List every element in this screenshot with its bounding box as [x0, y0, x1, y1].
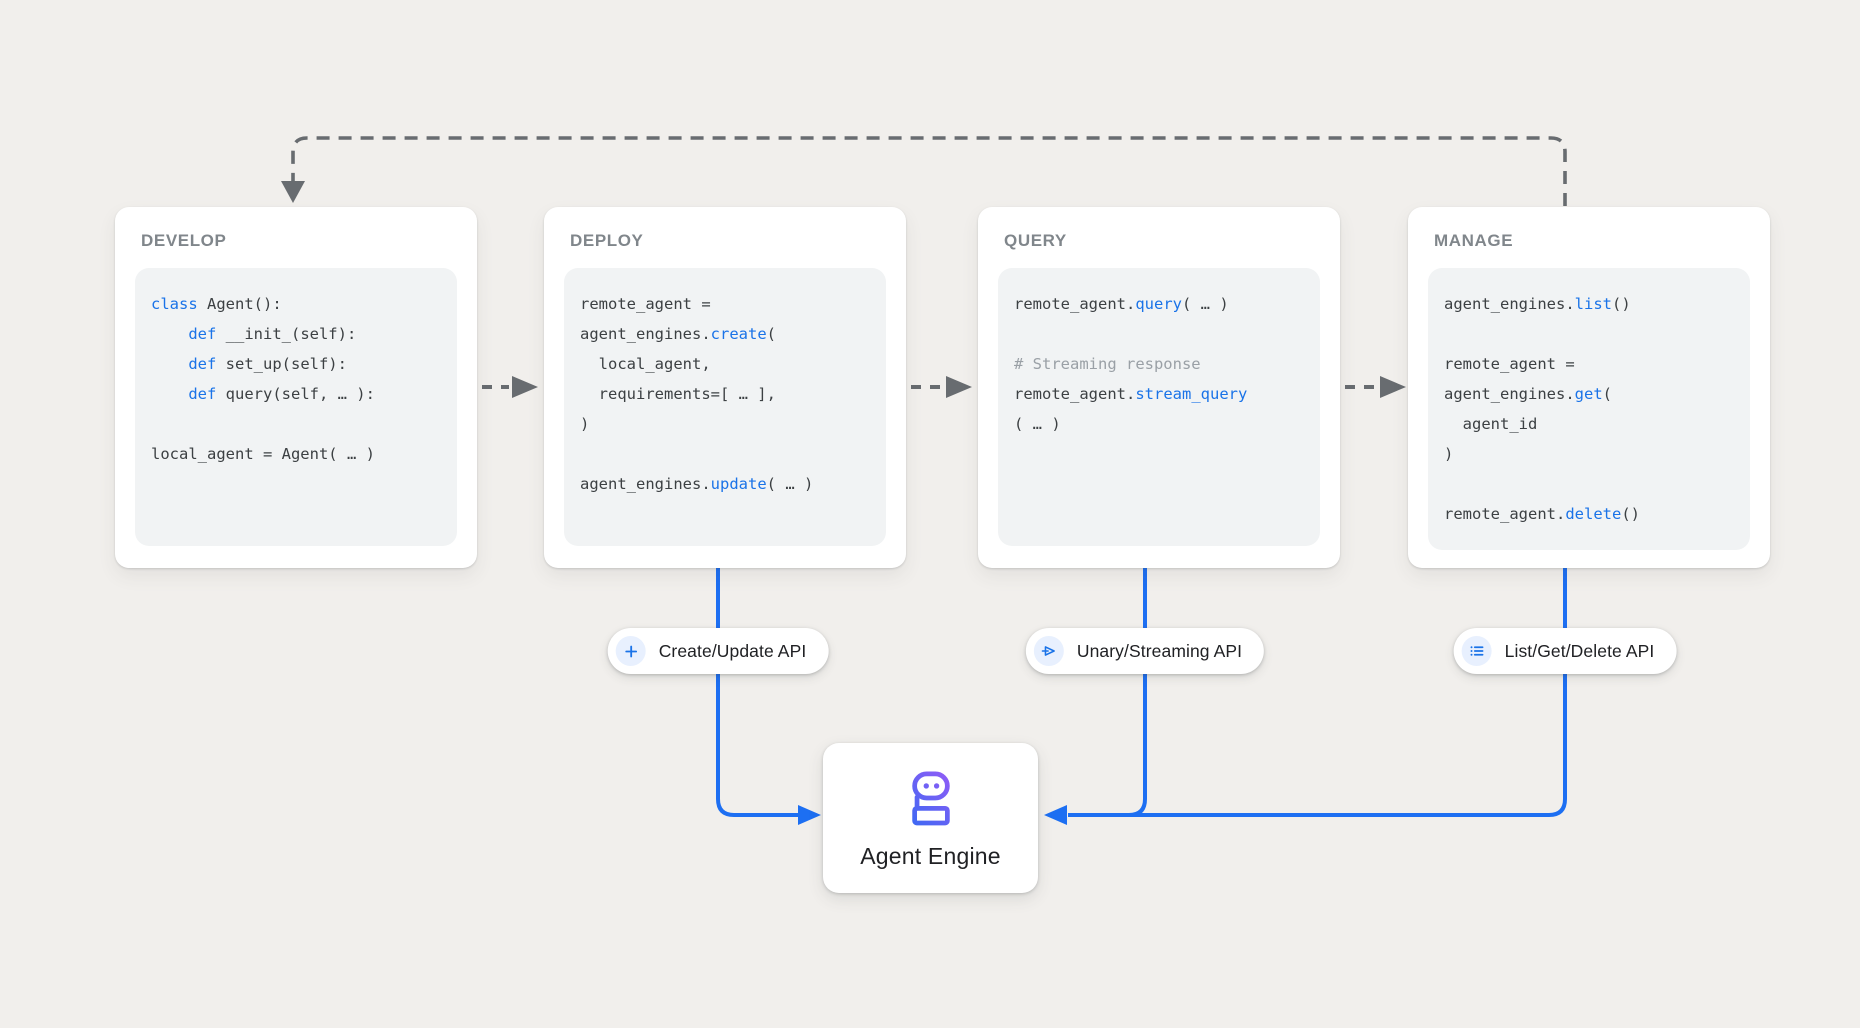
engine-right-arrowhead-icon — [1044, 805, 1067, 825]
api-pill-label: Unary/Streaming API — [1076, 640, 1243, 661]
feedback-loop-dashed-line — [291, 136, 1567, 206]
card-title: DEPLOY — [570, 231, 644, 250]
card-query: QUERY remote_agent.query( … ) # Streamin… — [978, 207, 1340, 568]
plus-icon — [615, 636, 646, 666]
code-block: remote_agent.query( … ) # Streaming resp… — [998, 268, 1320, 546]
card-title: DEVELOP — [141, 231, 227, 250]
code-block: remote_agent =agent_engines.create( loca… — [564, 268, 886, 546]
send-icon — [1033, 636, 1064, 666]
card-deploy: DEPLOY remote_agent =agent_engines.creat… — [544, 207, 906, 568]
engine-left-arrowhead-icon — [798, 805, 821, 825]
code-block: agent_engines.list() remote_agent =agent… — [1428, 268, 1750, 550]
deploy-to-query-arrowhead-icon — [946, 376, 972, 398]
list-icon — [1461, 636, 1492, 666]
api-pill-label: List/Get/Delete API — [1504, 640, 1655, 661]
develop-to-deploy-arrowhead-icon — [512, 376, 538, 398]
api-pill-label: Create/Update API — [658, 640, 807, 661]
code-block: class Agent(): def __init_(self): def se… — [135, 268, 457, 546]
agent-engine-box: Agent Engine — [823, 743, 1038, 893]
deploy-to-engine-line — [716, 560, 799, 817]
card-develop: DEVELOP class Agent(): def __init_(self)… — [115, 207, 477, 568]
api-pill-list-get-delete: List/Get/Delete API — [1453, 628, 1677, 674]
card-manage: MANAGE agent_engines.list() remote_agent… — [1408, 207, 1770, 568]
feedback-loop-arrowhead-icon — [281, 181, 305, 203]
api-pill-create-update: Create/Update API — [607, 628, 829, 674]
engine-label: Agent Engine — [860, 842, 1001, 869]
manage-to-engine-line — [1068, 560, 1567, 817]
robot-icon — [900, 767, 962, 834]
query-to-manage-arrowhead-icon — [1380, 376, 1406, 398]
card-title: MANAGE — [1434, 231, 1514, 250]
api-pill-unary-streaming: Unary/Streaming API — [1025, 628, 1265, 674]
card-title: QUERY — [1004, 231, 1067, 250]
query-to-engine-line — [1068, 560, 1147, 817]
